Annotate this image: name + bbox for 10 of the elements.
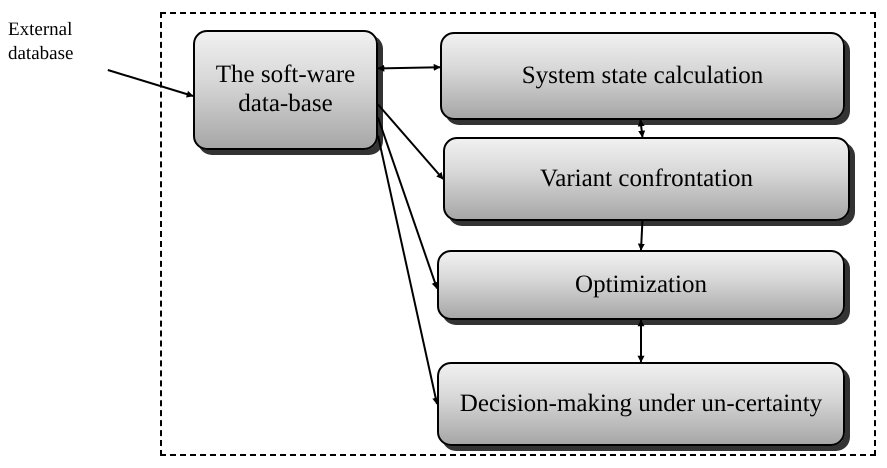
arrow bbox=[638, 119, 646, 138]
dashed-boundary-box bbox=[160, 12, 876, 456]
arrow bbox=[377, 135, 440, 405]
arrow bbox=[638, 319, 644, 363]
arrow bbox=[108, 69, 194, 98]
arrow bbox=[377, 117, 438, 290]
arrow bbox=[377, 104, 444, 180]
node-label: External database bbox=[8, 18, 112, 70]
arrow bbox=[377, 64, 441, 72]
arrow bbox=[638, 220, 645, 251]
